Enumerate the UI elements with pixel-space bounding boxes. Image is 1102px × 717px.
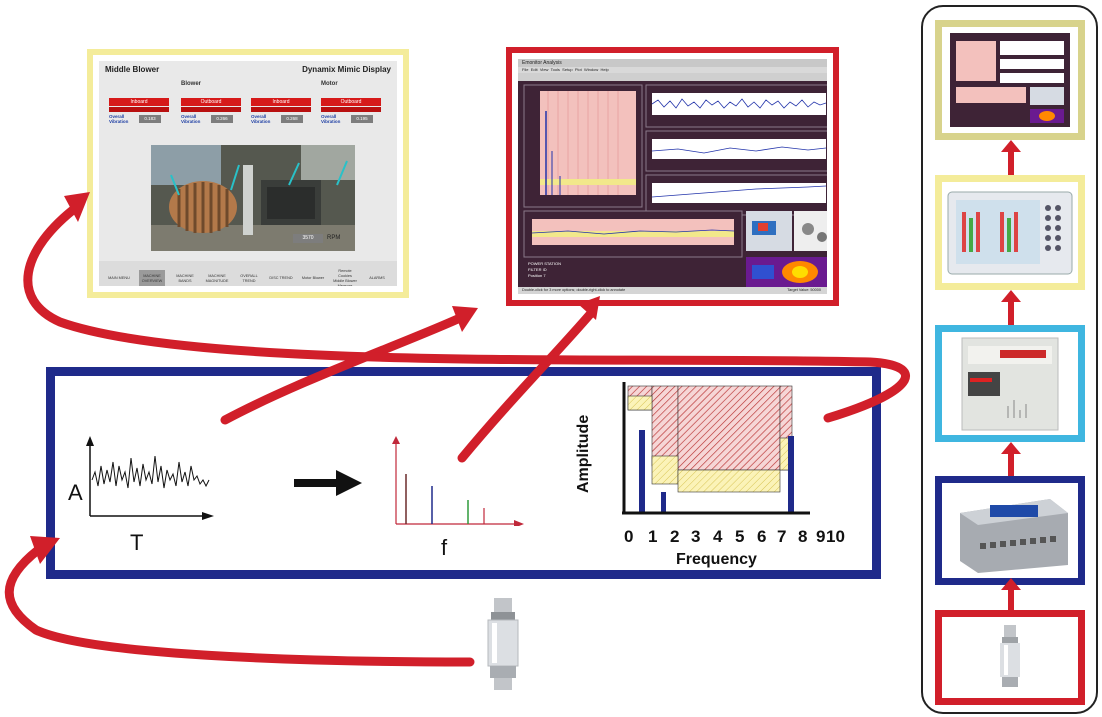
menu-setup[interactable]: Setup xyxy=(562,67,573,72)
stage-analysis-software xyxy=(935,20,1085,140)
status-right: Target Value: 50000 xyxy=(787,288,821,292)
vibration-point-3[interactable]: Inboard Overall Vibration 0.268 xyxy=(251,98,311,128)
time-waveform-plot xyxy=(86,436,214,520)
info-line-2: FILTER ID xyxy=(528,267,547,272)
status-left: Double-click for 3 more options; double-… xyxy=(522,288,626,292)
analysis-software-thumbnail xyxy=(950,33,1070,127)
band-tick-0: 0 xyxy=(624,527,634,546)
band-tick-8: 8 xyxy=(798,527,808,546)
freq-axis-x-label: f xyxy=(441,535,448,560)
nav-alarms[interactable]: ALARMS xyxy=(369,276,385,280)
time-axis-y-label: A xyxy=(68,480,83,505)
nav-machine-magnitude[interactable]: MACHINE MAGNITUDE xyxy=(205,273,229,283)
stage-io-module xyxy=(935,476,1085,585)
band-tick-1: 1 xyxy=(648,527,658,546)
mimic-display-panel: Middle Blower Dynamix Mimic Display Blow… xyxy=(87,49,409,298)
stage-hmi-panel xyxy=(935,175,1085,290)
info-line-3: Position 7 xyxy=(528,273,546,278)
rpm-value: 3570 xyxy=(293,234,323,243)
stage-sensor xyxy=(935,610,1085,705)
point-value: 0.183 xyxy=(139,115,161,123)
toolbar xyxy=(518,73,827,81)
menu-window[interactable]: Window xyxy=(584,67,599,72)
status-bar: Double-click for 3 more options; double-… xyxy=(518,287,827,294)
io-module-thumbnail xyxy=(960,499,1068,573)
accelerometer-sensor-icon xyxy=(487,598,519,690)
analysis-plots xyxy=(523,84,827,287)
frequency-spectrum-plot xyxy=(392,436,524,526)
time-axis-x-label: T xyxy=(130,530,144,555)
point-label: Outboard xyxy=(181,98,241,106)
menu-view[interactable]: View xyxy=(539,67,549,72)
band-alarm-chart xyxy=(622,382,810,515)
window-title: Emonitor Analysis xyxy=(518,59,827,67)
nav-overall-trend[interactable]: OVERALL TREND xyxy=(240,273,258,283)
band-tick-4: 4 xyxy=(713,527,723,546)
column-arrows xyxy=(1001,140,1021,610)
menu-bar: File Edit View Tools Setup Plot Window H… xyxy=(518,67,827,73)
hmi-panel-thumbnail xyxy=(947,191,1073,275)
point-label: Outboard xyxy=(321,98,381,106)
rpm-label: RPM xyxy=(327,235,341,241)
mimic-title-left: Middle Blower xyxy=(105,65,160,74)
section-label-motor: Motor xyxy=(321,81,338,87)
accelerometer-sensor-icon xyxy=(1000,625,1020,687)
nav-machine-overview[interactable]: MACHINE OVERVIEW xyxy=(139,269,165,286)
vibration-point-1[interactable]: Inboard Overall Vibration 0.183 xyxy=(109,98,169,128)
band-tick-6: 6 xyxy=(757,527,767,546)
point-measure: Overall Vibration xyxy=(321,114,341,124)
nav-disc-trend[interactable]: DISC TREND xyxy=(269,276,293,280)
arrow-right-icon xyxy=(294,470,362,496)
band-tick-10: 10 xyxy=(826,527,845,546)
band-tick-7: 7 xyxy=(777,527,787,546)
vibration-point-2[interactable]: Outboard Overall Vibration 0.266 xyxy=(181,98,241,128)
point-measure: Overall Vibration xyxy=(251,114,271,124)
band-x-label: Frequency xyxy=(676,551,757,568)
point-measure: Overall Vibration xyxy=(181,114,201,124)
analysis-software-panel: Emonitor Analysis File Edit View Tools S… xyxy=(506,47,839,306)
nav-remote[interactable]: Remote Cookies Middle Blower Measure xyxy=(333,268,357,287)
point-value: 0.266 xyxy=(211,115,233,123)
section-label-blower: Blower xyxy=(181,81,202,87)
mimic-title-right: Dynamix Mimic Display xyxy=(302,65,391,74)
machine-photo xyxy=(151,145,355,251)
vibration-point-4[interactable]: Outboard Overall Vibration 0.195 xyxy=(321,98,381,128)
band-tick-9: 9 xyxy=(816,527,826,546)
menu-file[interactable]: File xyxy=(522,67,529,72)
point-measure: Overall Vibration xyxy=(109,114,129,124)
monitoring-module-thumbnail xyxy=(961,337,1059,431)
point-value: 0.195 xyxy=(351,115,373,123)
band-tick-3: 3 xyxy=(691,527,701,546)
band-tick-5: 5 xyxy=(735,527,745,546)
mimic-nav-bar: MAIN MENU MACHINE OVERVIEW MACHINE BANDS… xyxy=(99,261,397,286)
menu-help[interactable]: Help xyxy=(600,67,609,72)
analysis-window: Emonitor Analysis File Edit View Tools S… xyxy=(518,59,827,294)
nav-motor-blower[interactable]: Motor Blower xyxy=(301,276,325,280)
nav-machine-bands[interactable]: MACHINE BANDS xyxy=(176,273,194,283)
band-tick-2: 2 xyxy=(670,527,680,546)
menu-tools[interactable]: Tools xyxy=(550,67,560,72)
mimic-display-screen: Middle Blower Dynamix Mimic Display Blow… xyxy=(99,61,397,286)
nav-main-menu[interactable]: MAIN MENU xyxy=(108,276,130,280)
info-line-1: POWER STATION xyxy=(528,261,561,266)
menu-edit[interactable]: Edit xyxy=(530,67,538,72)
stage-monitoring-module xyxy=(935,325,1085,442)
point-label: Inboard xyxy=(251,98,311,106)
point-label: Inboard xyxy=(109,98,169,106)
menu-plot[interactable]: Plot xyxy=(574,67,582,72)
point-value: 0.268 xyxy=(281,115,303,123)
